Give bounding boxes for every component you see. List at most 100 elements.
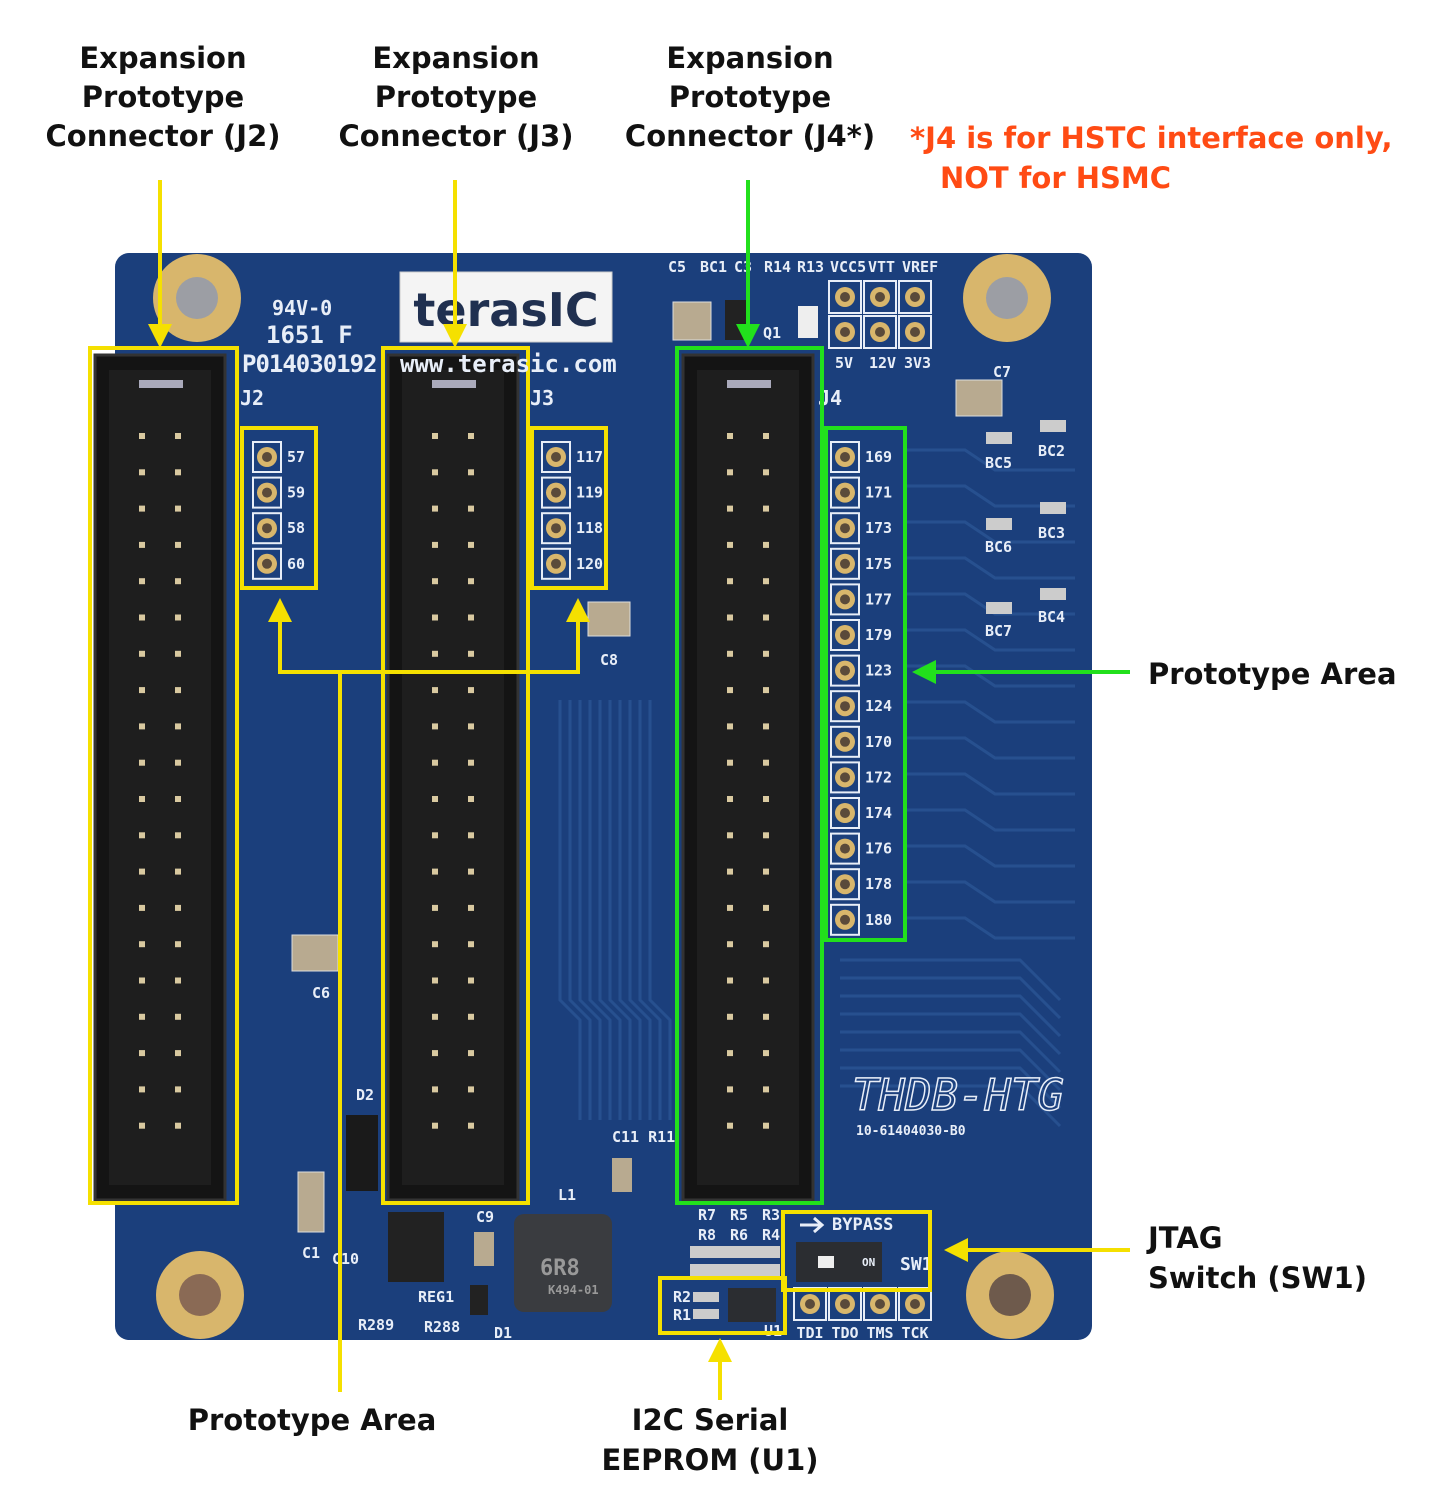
silk-bc2: BC2 [1038, 442, 1065, 460]
pin-label: 120 [576, 555, 603, 573]
pin-label: 177 [865, 590, 892, 608]
jtag-pin-label: TMS [866, 1324, 893, 1342]
transistor [725, 300, 749, 340]
j3-connector [386, 353, 520, 1202]
jtag-pin-label: TCK [901, 1324, 928, 1342]
top-parts: C5 BC1 C3 R14 R13 Q1 VCC5 VTT VREF 5V 12… [668, 258, 938, 372]
label-line: Expansion [79, 41, 246, 75]
j4-highlight [675, 346, 824, 1205]
resistor-array [690, 1264, 780, 1276]
connector-pin [763, 614, 769, 621]
diode-d2 [346, 1115, 378, 1191]
silk-r288: R288 [424, 1318, 460, 1336]
connector-pin [468, 941, 474, 948]
connector-pin [139, 433, 145, 439]
connector-pin [139, 868, 145, 875]
j2-highlight [88, 346, 239, 1205]
silk-12v: 12V [869, 354, 896, 372]
connector-pin [468, 832, 474, 839]
jtag-switch[interactable] [796, 1242, 882, 1282]
connector-pin [468, 541, 474, 548]
logo-text: terasIC [413, 283, 598, 337]
silk-vref: VREF [902, 258, 938, 276]
connector-pin [139, 832, 145, 839]
pcb-traces [558, 448, 1075, 1128]
connector-pin [139, 904, 145, 911]
connector-pin [468, 433, 474, 439]
connector-pin [763, 1013, 769, 1020]
mounting-holes [153, 254, 1054, 1339]
connector-pin [727, 433, 733, 439]
rating-text: 94V-0 [272, 296, 332, 320]
capacitor-c6 [291, 934, 339, 972]
connector-pin [175, 868, 181, 875]
label-line: Expansion [666, 41, 833, 75]
connector-pin [139, 505, 145, 512]
connector-pin [727, 723, 733, 730]
connector-pin [139, 578, 145, 585]
silk-r8: R8 [698, 1226, 716, 1244]
connector-pin [432, 1050, 438, 1057]
connector-pin [139, 1086, 145, 1093]
silk-bc4: BC4 [1038, 608, 1065, 626]
connector-pin [468, 687, 474, 694]
pin-label: 124 [865, 697, 892, 715]
connector-pin [175, 650, 181, 657]
connector-pin [432, 1122, 438, 1129]
connector-pin [139, 723, 145, 730]
connector-pin [432, 433, 438, 439]
pin-label: 117 [576, 448, 603, 466]
switch-slider[interactable] [818, 1256, 834, 1268]
silk-r6: R6 [730, 1226, 748, 1244]
connector-pin [763, 505, 769, 512]
arrow-icon [800, 1216, 825, 1234]
label-line: Connector (J3) [338, 119, 573, 153]
connector-pin [175, 1086, 181, 1093]
connector-pin [139, 759, 145, 766]
connector-pin [763, 650, 769, 657]
label-eeprom-line2: EEPROM (U1) [601, 1443, 818, 1477]
mounting-hole [966, 1251, 1054, 1339]
label-line: Connector (J2) [45, 119, 280, 153]
connector-pin [763, 977, 769, 984]
silk-bc3: BC3 [1038, 524, 1065, 542]
pin-label: 118 [576, 519, 603, 537]
connector-pin [432, 650, 438, 657]
misc-parts: C8 C6 D2 C11 R11 L1 6R8 K494-01 REG1 C9 … [291, 601, 675, 1342]
j4-prototype-header: 1691711731751771791231241701721741761781… [830, 441, 892, 936]
connector-pin [175, 977, 181, 984]
connector-pin [727, 941, 733, 948]
capacitor-bc5 [986, 432, 1012, 444]
silk-l1: L1 [558, 1186, 576, 1204]
connector-pin [175, 1013, 181, 1020]
website-text: www.terasic.com [400, 350, 617, 378]
pcb-board [115, 253, 1092, 1340]
connector-pin [432, 505, 438, 512]
silk-r14: R14 [764, 258, 791, 276]
connector-pin [468, 505, 474, 512]
label-jtag: JTAG [1146, 1221, 1223, 1255]
connector-pin [468, 1050, 474, 1057]
pin-label: 169 [865, 448, 892, 466]
connector-pin [139, 1013, 145, 1020]
j4-prototype-highlight [824, 426, 907, 942]
terasic-logo [399, 271, 613, 343]
pin-label: 171 [865, 484, 892, 502]
sw1-highlight [781, 1210, 932, 1292]
connector-pin [432, 832, 438, 839]
j2-prototype-highlight [240, 426, 318, 590]
connector-pin [763, 1086, 769, 1093]
label-jtag-line2: Switch (SW1) [1148, 1261, 1367, 1295]
j2-connector [93, 353, 227, 1202]
jtag-pin-label: TDI [796, 1324, 823, 1342]
connector-pin [763, 759, 769, 766]
label-j3: Expansion Prototype Connector (J3) [338, 41, 573, 153]
connector-pin [727, 868, 733, 875]
label-prototype-area-bottom: Prototype Area [188, 1403, 437, 1437]
silk-on: ON [862, 1256, 875, 1269]
connector-pin [468, 1013, 474, 1020]
prototype-area-branch [268, 598, 590, 674]
diode-d1 [470, 1285, 488, 1315]
